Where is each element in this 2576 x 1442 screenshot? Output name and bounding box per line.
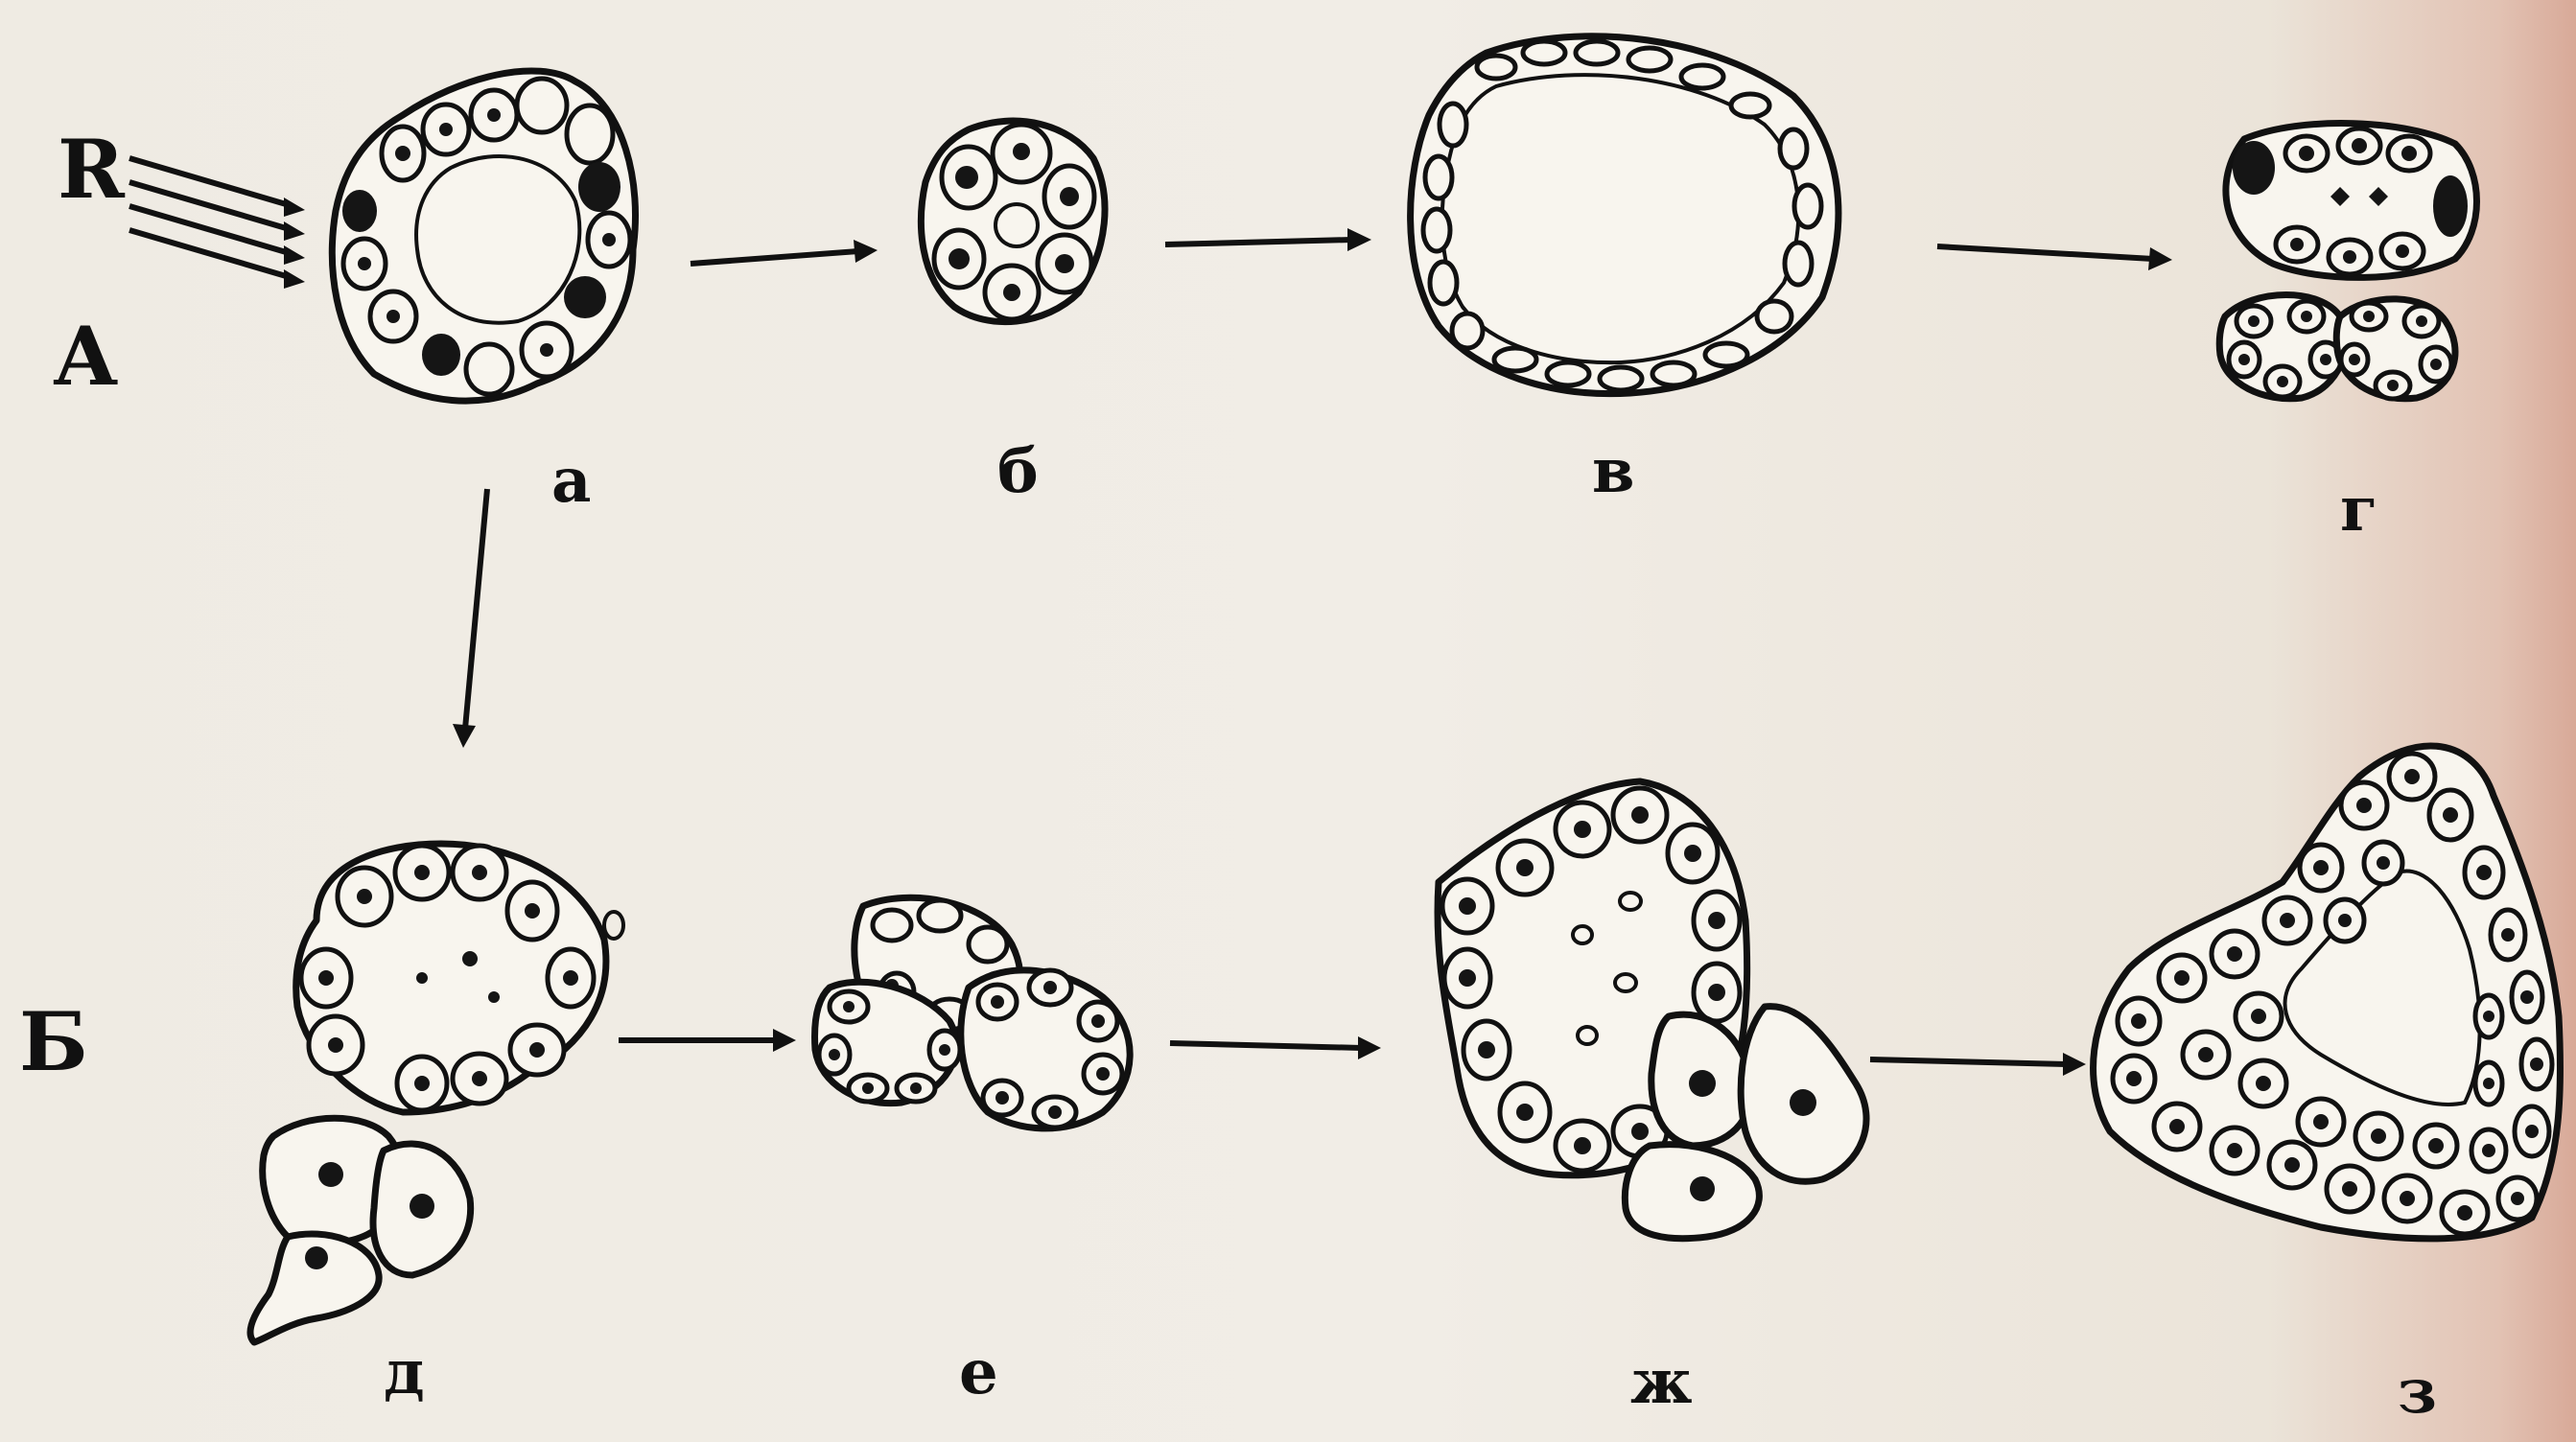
arrow-zh-to-z: [1870, 1053, 2086, 1076]
stage-label-z: з: [2398, 1361, 2437, 1423]
stage-label-e: е: [959, 1342, 998, 1404]
arrow-b-to-v: [1165, 228, 1371, 251]
row-label-a: А: [53, 316, 118, 397]
arrow-e-to-zh: [1170, 1036, 1381, 1059]
follicle-stage-b: [921, 121, 1105, 322]
follicle-stage-e: [815, 897, 1131, 1128]
irradiation-label: R: [58, 129, 125, 210]
follicle-stage-z: [2094, 746, 2561, 1239]
arrow-a-to-b: [691, 240, 878, 264]
follicle-stage-v: [1411, 36, 1838, 394]
irradiation-beam-icon: [129, 158, 305, 289]
stage-label-b: б: [997, 441, 1039, 502]
row-label-b: Б: [19, 1002, 88, 1082]
follicle-stage-a: [332, 71, 635, 401]
stage-label-d: д: [384, 1342, 425, 1404]
stage-label-v: в: [1592, 441, 1634, 502]
arrow-d-to-e: [619, 1029, 796, 1052]
follicle-stage-d: [250, 844, 623, 1342]
follicle-stage-zh: [1438, 781, 1866, 1239]
stage-label-a: а: [551, 451, 591, 512]
follicle-stage-g: [2219, 124, 2476, 399]
stage-label-g: г: [2340, 479, 2377, 541]
arrow-a-to-d: [453, 489, 487, 748]
arrow-v-to-g: [1937, 246, 2172, 270]
stage-label-zh: ж: [1630, 1352, 1693, 1413]
